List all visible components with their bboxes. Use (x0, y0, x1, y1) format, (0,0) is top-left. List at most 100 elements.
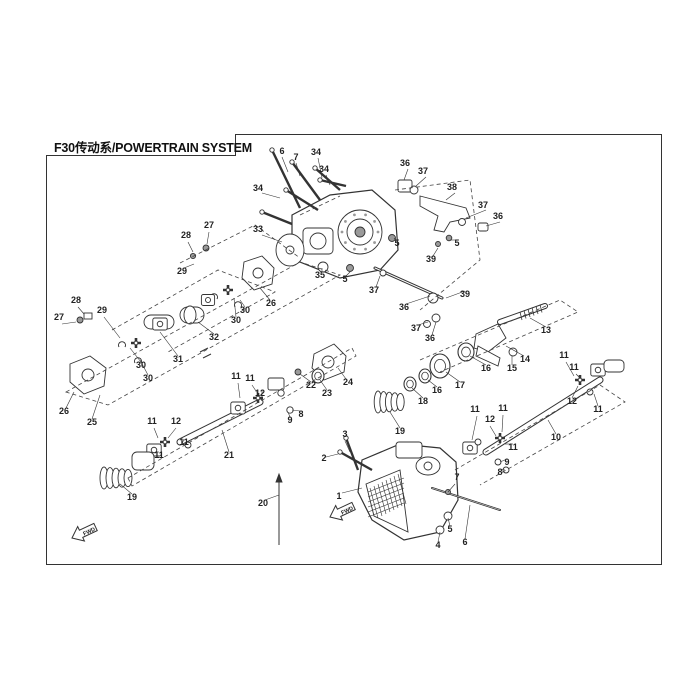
callout-3: 3 (342, 429, 347, 439)
leader-line (287, 411, 291, 418)
leader-line (181, 438, 185, 445)
part-3-bolt-head (343, 435, 349, 441)
callout-17: 17 (455, 380, 465, 390)
leader-line (291, 409, 301, 412)
callout-37: 37 (411, 323, 421, 333)
guide-rear-upper (419, 299, 579, 373)
leader-line (261, 192, 281, 199)
callout-19: 19 (127, 492, 137, 502)
leader-line (187, 241, 194, 253)
part-23-seal-inner (314, 371, 322, 381)
callout-29: 29 (97, 305, 107, 315)
leader-line (403, 168, 409, 181)
leader-line (206, 231, 210, 245)
part-22-nut (294, 368, 302, 376)
part-18-seal-inner (406, 379, 414, 389)
part-15-nut (508, 347, 518, 357)
part-5-washer-rear (443, 511, 453, 521)
callout-16: 16 (432, 385, 442, 395)
guide-front-top (179, 224, 301, 264)
callout-4: 4 (435, 540, 440, 550)
callout-8: 8 (497, 467, 502, 477)
part-6-stud-head (269, 147, 275, 153)
front-diff-bolt-hole (373, 241, 376, 244)
callout-34: 34 (253, 183, 263, 193)
leader-line (427, 379, 438, 388)
callout-32: 32 (209, 332, 219, 342)
part-36-cap-right (477, 222, 489, 232)
part-36-cap (397, 179, 413, 193)
guide-rear-lower (454, 384, 626, 486)
callout-29: 29 (177, 266, 187, 276)
leader-line (183, 263, 195, 269)
front-diff-bolt-hole (353, 213, 356, 217)
part-10-shaft-inner (483, 377, 603, 455)
callout-5: 5 (447, 524, 452, 534)
part-11-yoke-low-bore (150, 446, 158, 454)
leader-line (337, 367, 347, 380)
callout-16: 16 (481, 363, 491, 373)
callout-36: 36 (425, 333, 435, 343)
part-11-yoke-front-bore (234, 404, 242, 412)
part-16-seal (418, 368, 432, 384)
part-34-bolt-c (285, 188, 319, 212)
part-17-bearing (429, 353, 451, 379)
part-8-nut-rear (502, 466, 510, 474)
callout-27: 27 (204, 220, 214, 230)
leader-line (411, 387, 424, 399)
leader-line (389, 411, 401, 429)
guide-rear-cover (394, 179, 481, 311)
part-1-top-boss (395, 441, 423, 459)
callout-36: 36 (399, 302, 409, 312)
callout-5: 5 (394, 238, 399, 248)
front-diff-bolt-hole (376, 230, 380, 234)
part-9-bolt-a (277, 389, 285, 397)
leader-line (281, 156, 289, 173)
part-20-arrow-head (275, 472, 283, 483)
leader-line (447, 483, 456, 493)
leader-line (431, 321, 437, 336)
front-diff-bolt-hole (344, 241, 347, 244)
leader-line (264, 494, 280, 501)
parts-layer (69, 147, 625, 545)
leader-line (447, 517, 451, 527)
part-6-stud (270, 149, 302, 209)
fwd-arrow-center: FWD (329, 501, 356, 521)
guide-front-upper (64, 261, 341, 406)
callout-1: 1 (336, 491, 341, 501)
part-21-shaft-inner (177, 399, 263, 445)
part-34-bolt-b (319, 178, 347, 188)
callout-6: 6 (279, 146, 284, 156)
part-9-bolt-rear (494, 458, 502, 466)
callout-36: 36 (493, 211, 503, 221)
callout-36: 36 (400, 158, 410, 168)
part-12-cross-rear-low-hub (497, 435, 503, 441)
callout-11: 11 (569, 362, 579, 372)
part-11-clip-rear-low (474, 438, 482, 446)
callout-18: 18 (418, 396, 428, 406)
callout-11: 11 (154, 450, 164, 460)
callout-37: 37 (418, 166, 428, 176)
callout-27: 27 (54, 312, 64, 322)
part-34-bolt-a-head (312, 165, 318, 171)
leader-line (489, 425, 497, 437)
callout-5: 5 (454, 238, 459, 248)
leader-line (197, 321, 215, 335)
part-11-clip-rear-top (586, 388, 594, 396)
leader-line (445, 371, 461, 383)
callout-11: 11 (147, 416, 157, 426)
part-11-yoke-front (230, 401, 246, 415)
leader-line (261, 234, 283, 243)
callout-9: 9 (504, 457, 509, 467)
callout-leaders (61, 156, 599, 543)
leader-line (499, 468, 506, 471)
leader-line (501, 414, 504, 433)
callout-35: 35 (315, 270, 325, 280)
callout-11: 11 (179, 437, 189, 447)
part-7-bolt-head (289, 159, 295, 165)
callout-30: 30 (240, 305, 250, 315)
part-6-shaft-rear-inner (431, 487, 501, 511)
callout-9: 9 (287, 415, 292, 425)
front-diff-bolt-hole (364, 247, 367, 251)
